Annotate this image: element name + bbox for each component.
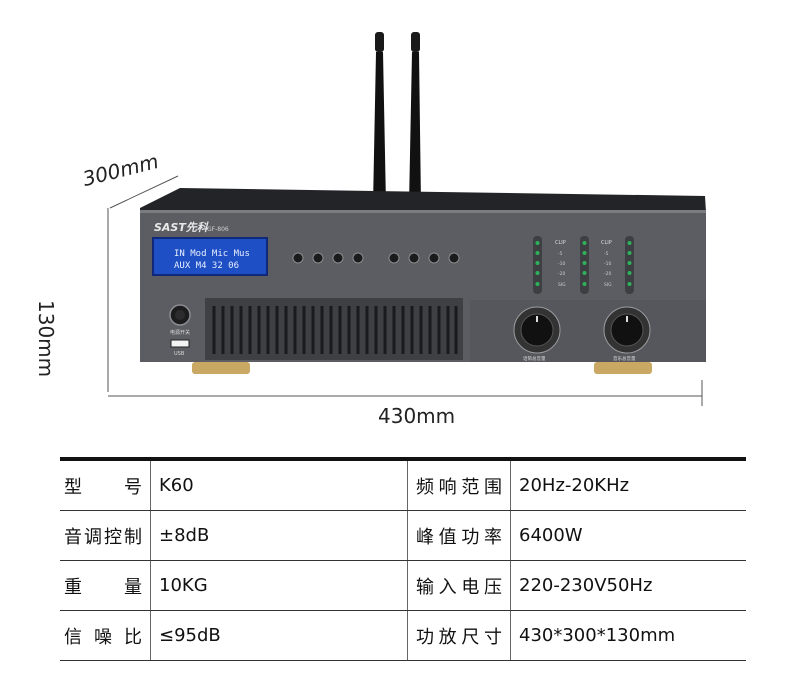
usb-label: USB <box>174 351 185 357</box>
spec-key: 峰值功率 <box>407 510 511 561</box>
lcd-screen <box>152 237 268 276</box>
spec-value: 20Hz-20KHz <box>510 459 746 511</box>
meter-scale-label: -10 <box>604 261 611 267</box>
lcd-line2: AUX M4 32 06 <box>174 261 239 271</box>
vent-grille <box>205 298 463 360</box>
chassis-top <box>140 188 706 212</box>
meter-scale-label: SIG <box>604 282 612 288</box>
product-figure: SAST先科 GF-806 IN Mod Mic Mus AUX M4 32 0… <box>34 32 706 428</box>
height-dimension-label: 130mm <box>34 300 58 378</box>
meter-scale-label: -5 <box>558 251 563 257</box>
lcd-line1: IN Mod Mic Mus <box>174 249 250 259</box>
spec-value: ±8dB <box>150 510 408 561</box>
dimension-lines <box>107 175 703 406</box>
spec-key: 音调控制 <box>60 510 151 561</box>
brand-logo: SAST先科 <box>154 221 209 234</box>
mic-volume-knob[interactable] <box>513 306 561 354</box>
spec-key: 功放尺寸 <box>407 610 511 661</box>
music-volume-label: 音乐总音量 <box>613 355 636 362</box>
front-button-group-right[interactable] <box>388 252 460 264</box>
meter-scale-label: -20 <box>558 271 565 277</box>
table-row: 音调控制 ±8dB 峰值功率 6400W <box>60 510 746 561</box>
usb-port[interactable] <box>170 339 190 348</box>
antenna-left <box>372 32 387 210</box>
spec-key: 输入电压 <box>407 560 511 611</box>
front-button-group-left[interactable] <box>292 252 364 264</box>
meter-clip-label: CLIP <box>555 240 566 246</box>
spec-key: 信噪比 <box>60 610 151 661</box>
spec-table: 型号 K60 频响范围 20Hz-20KHz 音调控制 ±8dB 峰值功率 64… <box>60 457 746 661</box>
meter-clip-label: CLIP <box>601 240 612 246</box>
level-meters: CLIP CLIP -5 -10 -20 SIG -5 -10 -20 SIG <box>533 236 634 294</box>
spec-value: 430*300*130mm <box>510 610 746 661</box>
spec-value: ≤95dB <box>150 610 408 661</box>
music-volume-knob[interactable] <box>603 306 651 354</box>
spec-value: K60 <box>150 459 408 511</box>
feet <box>192 362 652 374</box>
table-row: 重量 10KG 输入电压 220-230V50Hz <box>60 560 746 611</box>
power-switch[interactable] <box>169 304 191 326</box>
spec-value: 220-230V50Hz <box>510 560 746 611</box>
meter-scale-label: -10 <box>558 261 565 267</box>
spec-value: 10KG <box>150 560 408 611</box>
spec-key: 型号 <box>60 459 151 511</box>
antenna-right <box>407 32 422 210</box>
model-badge: GF-806 <box>207 226 229 233</box>
mic-volume-label: 话筒总音量 <box>523 355 546 362</box>
spec-value: 6400W <box>510 510 746 561</box>
meter-scale-label: -20 <box>604 271 611 277</box>
table-row: 型号 K60 频响范围 20Hz-20KHz <box>60 459 746 511</box>
spec-key: 频响范围 <box>407 459 511 511</box>
meter-scale-label: -5 <box>604 251 609 257</box>
amplifier-illustration: SAST先科 GF-806 IN Mod Mic Mus AUX M4 32 0… <box>107 32 706 406</box>
spec-key: 重量 <box>60 560 151 611</box>
power-switch-label: 电源开关 <box>170 329 190 336</box>
meter-scale-label: SIG <box>558 282 566 288</box>
width-dimension-label: 430mm <box>378 404 456 428</box>
table-row: 信噪比 ≤95dB 功放尺寸 430*300*130mm <box>60 610 746 661</box>
